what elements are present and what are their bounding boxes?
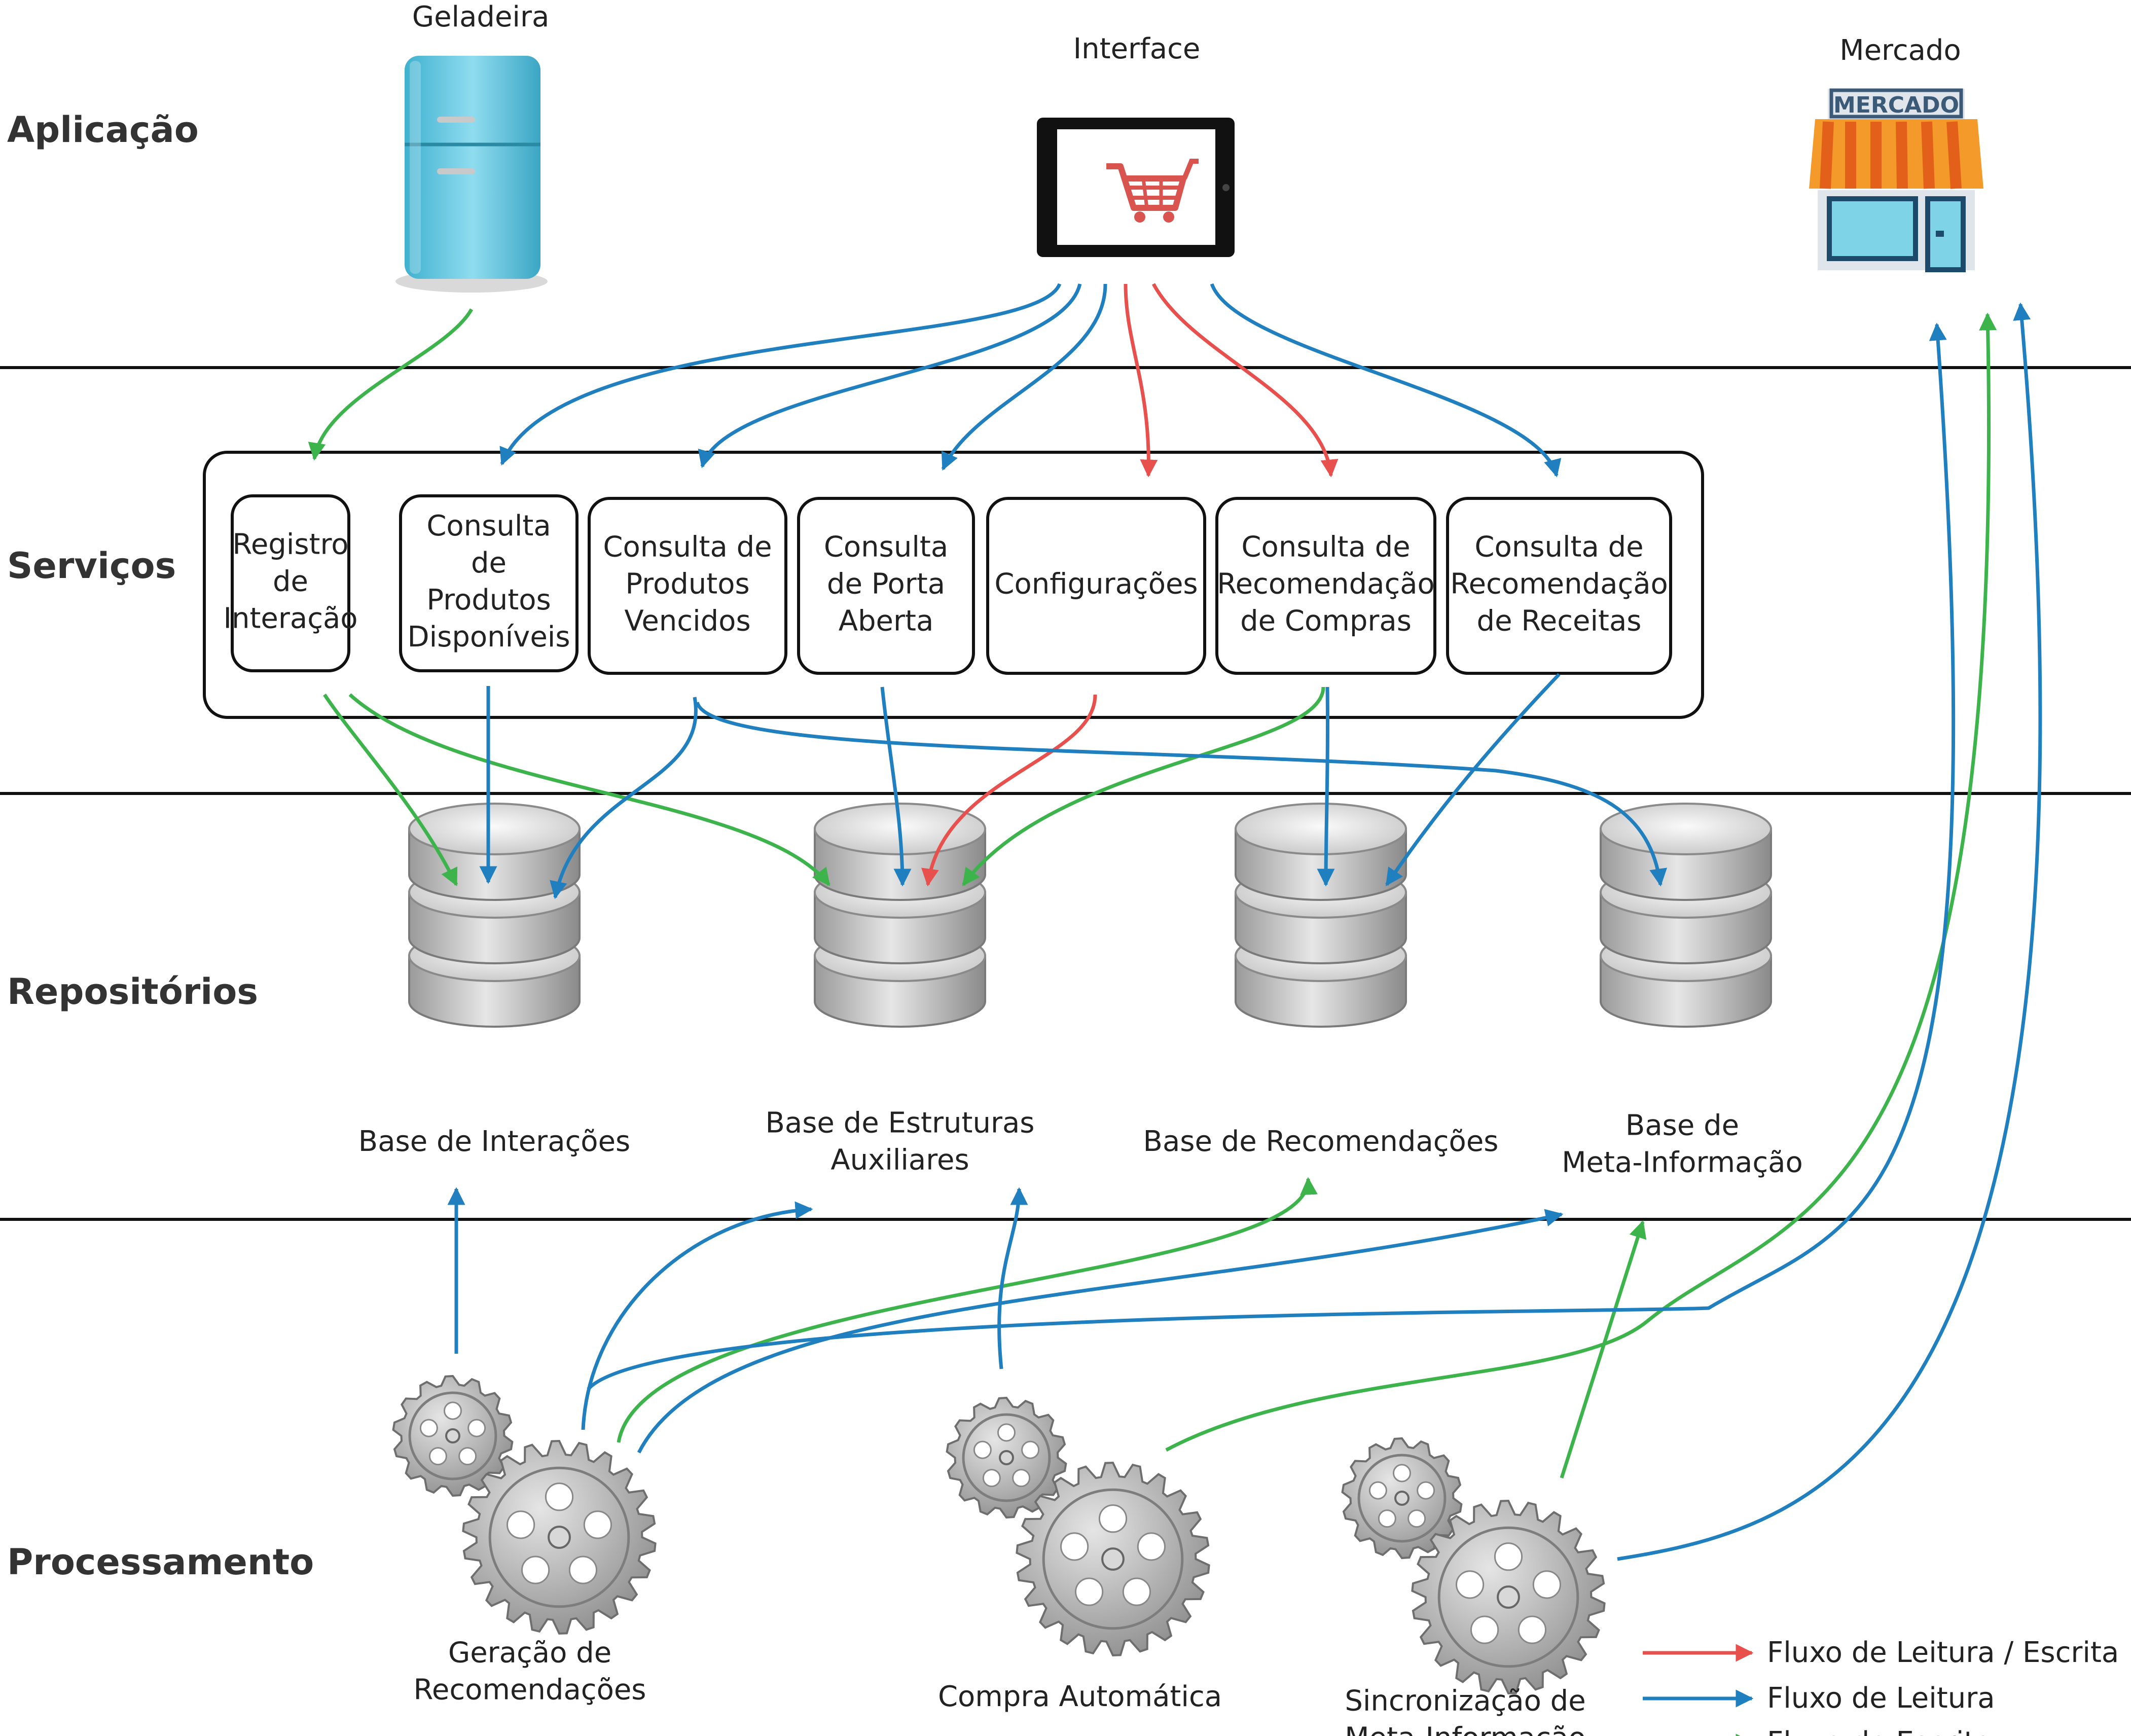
service-label: Consulta <box>824 531 948 564</box>
service-label: Configurações <box>994 568 1198 601</box>
repository-3[interactable]: Base de Recomendações <box>1143 803 1499 1158</box>
read-write-flow-arrow <box>1151 283 1339 478</box>
service-label: Aberta <box>839 605 934 638</box>
write-flow-arrow <box>348 693 830 886</box>
service-label: Disponíveis <box>407 621 570 654</box>
legend-read-write-label: Fluxo de Leitura / Escrita <box>1767 1636 2119 1669</box>
write-flow-arrow <box>962 686 1325 886</box>
legend-write-label: Fluxo de Escrita <box>1767 1726 1993 1736</box>
repository-label: Auxiliares <box>830 1144 969 1177</box>
service-5[interactable]: Configurações <box>986 497 1206 675</box>
read-flow-arrow <box>698 283 1082 468</box>
gear-icon <box>462 1439 657 1635</box>
database-icon <box>1235 803 1407 1028</box>
service-label: de Compras <box>1240 605 1412 638</box>
app-label-interface: Interface <box>1073 32 1201 65</box>
service-7[interactable]: Consulta de Recomendação de Receitas <box>1446 497 1672 675</box>
read-flow-arrow <box>695 701 1668 887</box>
write-flow-arrow <box>323 694 458 887</box>
repository-label: Base de Interações <box>358 1125 630 1158</box>
layer-label-servicos: Serviços <box>7 545 176 587</box>
repository-label: Meta-Informação <box>1562 1146 1803 1179</box>
service-label: Recomendação <box>1217 568 1435 601</box>
database-icon <box>1600 803 1772 1028</box>
layer-label-aplicacao: Aplicação <box>7 109 199 151</box>
read-flow-arrow <box>587 322 1956 1391</box>
service-label: Vencidos <box>624 605 750 638</box>
service-label: Consulta <box>426 510 551 542</box>
read-flow-arrow <box>581 1201 813 1430</box>
service-label: de Porta <box>827 568 945 601</box>
process-label: Sincronização de <box>1345 1685 1585 1718</box>
fridge-icon <box>395 56 548 293</box>
layer-label-processamento: Processamento <box>7 1541 314 1583</box>
process-label: Recomendações <box>414 1674 646 1707</box>
service-label: de <box>471 547 507 580</box>
write-flow-arrow <box>1560 1220 1647 1479</box>
repository-label: Base de <box>1626 1109 1739 1142</box>
read-write-flow-arrow <box>921 694 1097 887</box>
service-6[interactable]: Consulta de Recomendação de Compras <box>1215 497 1436 675</box>
read-flow-arrow <box>1317 686 1335 887</box>
database-icon <box>408 803 581 1028</box>
process-label: Meta-Informação <box>1345 1722 1586 1736</box>
process-3[interactable]: Sincronização de Meta-Informação <box>1341 1437 1606 1736</box>
store-sign: MERCADO <box>1833 92 1959 118</box>
service-label: de Receitas <box>1477 605 1642 638</box>
process-label: Compra Automática <box>938 1680 1222 1713</box>
tablet-cart-icon <box>1037 118 1235 257</box>
service-label: Consulta de <box>1474 531 1643 564</box>
read-flow-arrow <box>1210 283 1562 478</box>
app-label-geladeira: Geladeira <box>412 1 550 33</box>
read-flow-arrow <box>1617 302 2042 1561</box>
write-flow-arrow <box>308 308 474 461</box>
process-2[interactable]: Compra Automática <box>938 1396 1222 1713</box>
database-icon <box>814 803 986 1028</box>
service-label: Produtos <box>625 568 749 601</box>
gear-icon <box>1411 1499 1606 1695</box>
app-label-mercado: Mercado <box>1839 34 1961 67</box>
read-flow-arrow <box>637 1209 1564 1454</box>
gear-icon <box>1341 1437 1463 1560</box>
legend: Fluxo de Leitura / Escrita Fluxo de Leit… <box>1643 1636 2119 1736</box>
gear-icon <box>1016 1461 1210 1657</box>
service-label: de <box>273 565 308 598</box>
legend-read-label: Fluxo de Leitura <box>1767 1682 1995 1715</box>
layer-label-repositorios: Repositórios <box>7 971 258 1012</box>
repository-4[interactable]: Base de Meta-Informação <box>1562 803 1803 1179</box>
gear-icon <box>946 1396 1067 1519</box>
read-flow-arrow <box>1385 673 1561 886</box>
service-label: Produtos <box>426 584 551 617</box>
read-flow-arrow <box>997 1187 1028 1369</box>
read-flow-arrow <box>941 283 1107 471</box>
service-label: Interação <box>223 602 357 635</box>
read-flow-arrow <box>550 697 698 899</box>
process-label: Geração de <box>448 1637 611 1670</box>
service-label: Consulta de <box>603 531 772 564</box>
write-flow-arrow <box>1165 312 1997 1452</box>
process-1[interactable]: Geração de Recomendações <box>392 1375 657 1707</box>
service-label: Recomendação <box>1450 568 1668 601</box>
store-icon: MERCADO <box>1809 88 1983 272</box>
repository-label: Base de Estruturas <box>766 1107 1035 1140</box>
gear-icon <box>392 1375 514 1497</box>
read-flow-arrow <box>880 686 912 887</box>
read-flow-arrow <box>499 283 1062 466</box>
service-label: Consulta de <box>1241 531 1410 564</box>
service-label: Registro <box>232 528 348 561</box>
repository-label: Base de Recomendações <box>1143 1125 1499 1158</box>
read-write-flow-arrow <box>1124 283 1158 478</box>
repository-1[interactable]: Base de Interações <box>358 803 630 1158</box>
write-flow-arrow <box>617 1177 1318 1443</box>
